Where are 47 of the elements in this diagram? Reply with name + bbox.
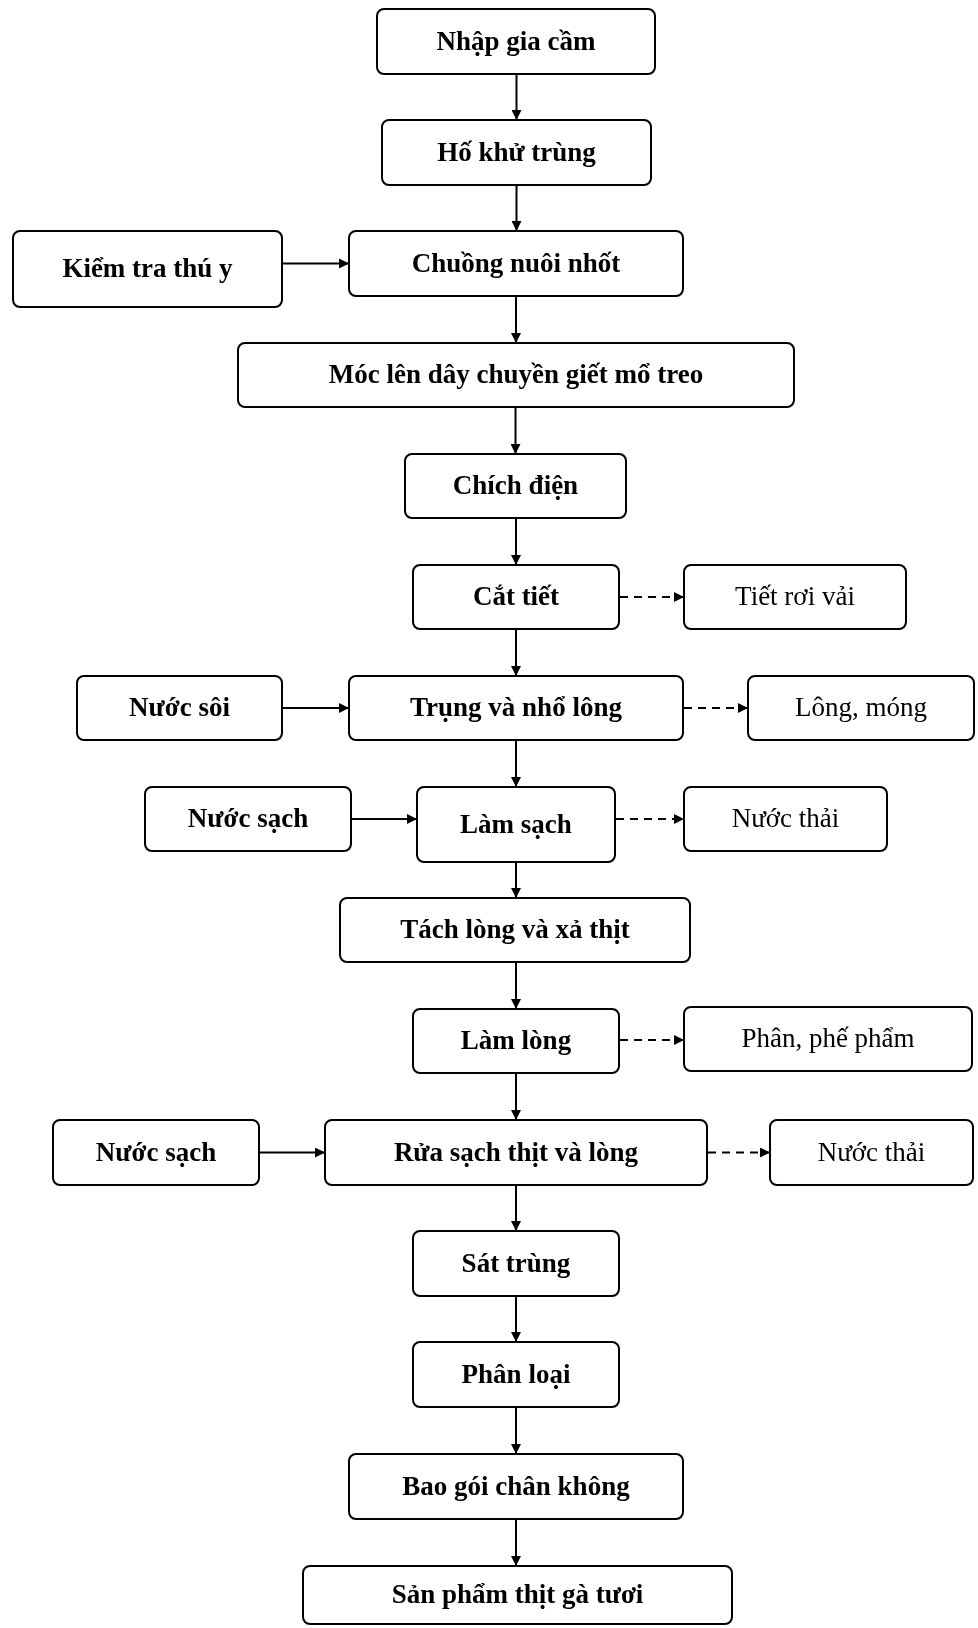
process-box: Chuồng nuôi nhốt	[348, 230, 684, 297]
arrow	[511, 862, 521, 898]
process-box: Nước thải	[769, 1119, 974, 1186]
arrow	[511, 962, 521, 1009]
process-box: Nước sạch	[144, 786, 352, 852]
arrow	[511, 518, 521, 565]
arrow	[619, 1035, 684, 1045]
arrow	[683, 703, 748, 713]
arrow	[707, 1147, 770, 1158]
process-box: Phân loại	[412, 1341, 620, 1408]
process-box: Rửa sạch thịt và lòng	[324, 1119, 708, 1186]
process-box: Tách lòng và xả thịt	[339, 897, 691, 963]
process-box: Cắt tiết	[412, 564, 620, 630]
arrow	[511, 1073, 521, 1120]
process-box: Tiết rơi vải	[683, 564, 907, 630]
process-box: Nước sôi	[76, 675, 283, 741]
arrow	[511, 1407, 521, 1454]
arrow	[511, 740, 521, 787]
arrow	[282, 703, 349, 713]
process-box: Nước sạch	[52, 1119, 260, 1186]
process-box: Sát trùng	[412, 1230, 620, 1297]
arrow	[511, 185, 522, 231]
process-box: Hố khử trùng	[381, 119, 652, 186]
arrow	[351, 814, 417, 824]
process-box: Kiểm tra thú y	[12, 230, 283, 308]
process-box: Móc lên dây chuyền giết mổ treo	[237, 342, 795, 408]
process-box: Làm sạch	[416, 786, 616, 863]
arrow	[615, 814, 684, 824]
process-box: Bao gói chân không	[348, 1453, 684, 1520]
process-box: Làm lòng	[412, 1008, 620, 1074]
process-box: Nước thải	[683, 786, 888, 852]
process-box: Nhập gia cầm	[376, 8, 656, 75]
arrow	[510, 407, 521, 454]
process-box: Trụng và nhổ lông	[348, 675, 684, 741]
arrow	[511, 629, 521, 676]
process-box: Sản phẩm thịt gà tươi	[302, 1565, 733, 1625]
arrow	[619, 592, 684, 602]
arrow	[511, 1519, 521, 1566]
arrow	[259, 1147, 325, 1158]
arrow	[511, 1185, 521, 1231]
process-box: Lông, móng	[747, 675, 975, 741]
arrow	[282, 258, 349, 269]
process-box: Phân, phế phẩm	[683, 1006, 973, 1072]
arrow	[511, 1296, 521, 1342]
arrow	[511, 74, 522, 120]
process-box: Chích điện	[404, 453, 627, 519]
arrow	[511, 296, 521, 343]
